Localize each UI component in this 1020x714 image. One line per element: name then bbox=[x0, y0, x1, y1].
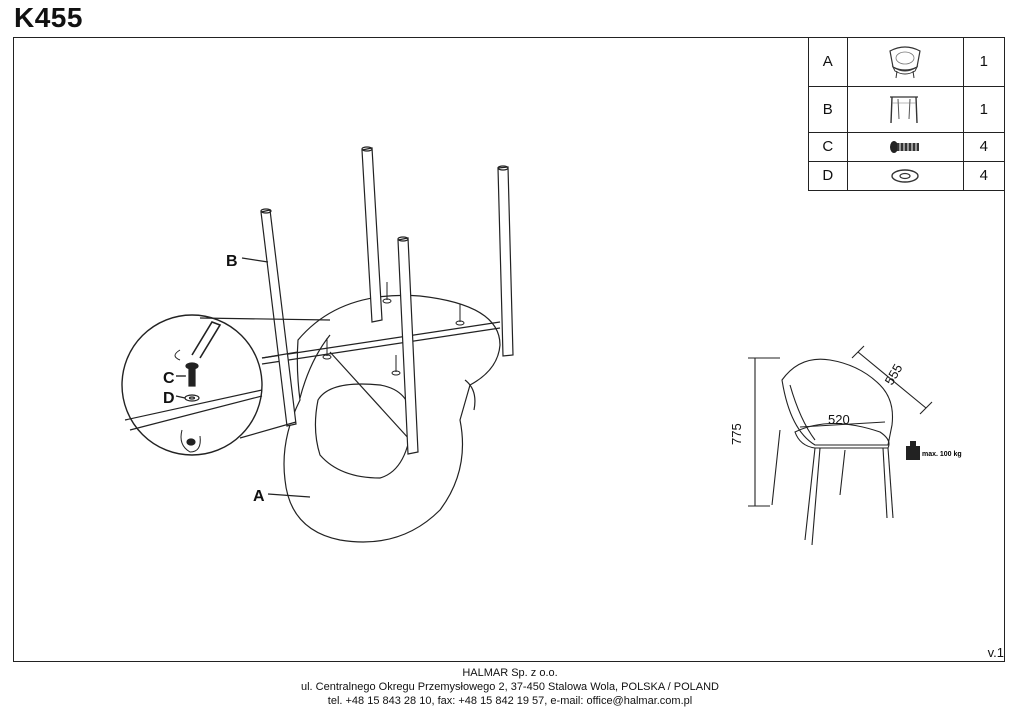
chair-seat-shell bbox=[283, 294, 501, 543]
chair-leg bbox=[497, 166, 514, 357]
width-value: 520 bbox=[828, 412, 850, 427]
depth-dimension-line bbox=[857, 351, 927, 409]
chair-backrest-opening bbox=[314, 383, 413, 479]
label-b: B bbox=[226, 253, 238, 270]
width-dimension-line bbox=[799, 421, 886, 428]
company-contact: tel. +48 15 843 28 10, fax: +48 15 842 1… bbox=[327, 695, 693, 707]
footer: HALMAR Sp. z o.o. ul. Centralnego Okregu… bbox=[0, 666, 1020, 708]
part-qty: 1 bbox=[962, 37, 1005, 87]
chair-leg bbox=[260, 209, 297, 427]
chair-leg bbox=[361, 147, 383, 323]
company-name: HALMAR Sp. z o.o. bbox=[462, 667, 558, 679]
max-load: max. 100 kg bbox=[922, 451, 962, 458]
chair-leg bbox=[397, 237, 419, 455]
label-d: D bbox=[163, 390, 175, 407]
label-a: A bbox=[253, 488, 265, 505]
chair-shell-icon bbox=[846, 37, 964, 87]
product-code: K455 bbox=[14, 2, 83, 33]
version-label: v.1 bbox=[987, 645, 1004, 660]
chair-side-view bbox=[781, 358, 894, 446]
part-qty: 4 bbox=[962, 160, 1005, 192]
screw-mark bbox=[322, 282, 465, 376]
table-row: C 4 bbox=[808, 131, 1005, 162]
company-address: ul. Centralnego Okregu Przemysłowego 2, … bbox=[300, 681, 719, 693]
weight-icon bbox=[906, 441, 920, 460]
screw-icon bbox=[846, 131, 964, 162]
part-id: B bbox=[808, 85, 848, 133]
parts-table: A 1 B 1 C bbox=[808, 37, 1005, 192]
drawing-frame bbox=[13, 37, 1005, 662]
washer-icon bbox=[846, 160, 964, 192]
table-row: D 4 bbox=[808, 160, 1005, 192]
frame-rail bbox=[329, 351, 411, 441]
height-value: 775 bbox=[729, 423, 744, 445]
depth-value: 555 bbox=[882, 361, 906, 387]
frame-rail bbox=[261, 321, 501, 359]
part-id: C bbox=[808, 131, 848, 162]
hex-key bbox=[191, 321, 222, 359]
label-c: C bbox=[163, 370, 175, 387]
